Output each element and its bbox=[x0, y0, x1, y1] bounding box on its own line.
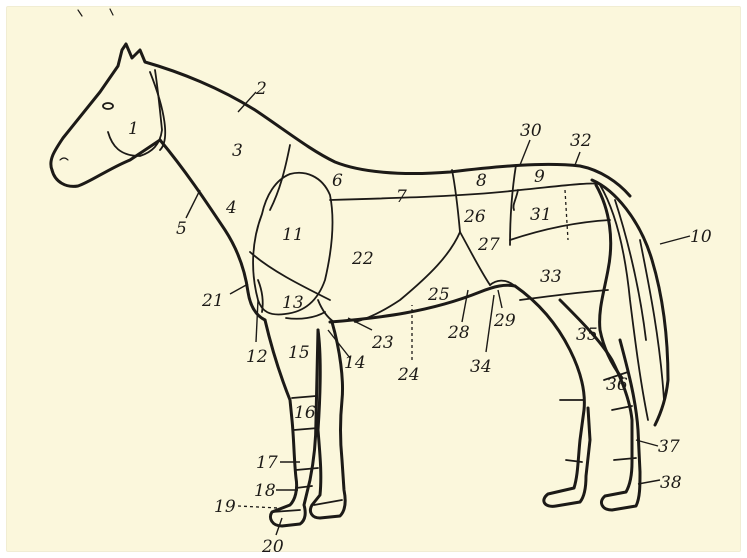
label-10: 10 bbox=[690, 227, 712, 247]
horse-outline-head-lower bbox=[52, 140, 160, 186]
label-13: 13 bbox=[282, 293, 304, 313]
divider-loin bbox=[452, 170, 460, 232]
divider-croup-curve bbox=[513, 190, 518, 210]
label-27: 27 bbox=[477, 235, 500, 255]
leader-29 bbox=[498, 290, 502, 308]
divider-thigh bbox=[520, 290, 608, 300]
label-15: 15 bbox=[288, 343, 310, 363]
belly-line bbox=[330, 285, 515, 322]
label-7: 7 bbox=[396, 187, 407, 207]
label-8: 8 bbox=[476, 171, 487, 191]
label-35: 35 bbox=[576, 325, 598, 345]
divider-croup-dash bbox=[565, 190, 568, 240]
label-21: 21 bbox=[201, 291, 224, 311]
leader-5 bbox=[186, 190, 200, 218]
label-2: 2 bbox=[255, 79, 267, 99]
label-32: 32 bbox=[570, 131, 592, 151]
scan-mark bbox=[78, 9, 113, 16]
label-24: 24 bbox=[397, 365, 420, 385]
divider-fetlock bbox=[296, 468, 318, 470]
label-34: 34 bbox=[470, 357, 492, 377]
divider-elbow bbox=[318, 300, 334, 322]
label-5: 5 bbox=[176, 219, 187, 239]
eye bbox=[103, 103, 113, 109]
label-18: 18 bbox=[254, 481, 276, 501]
label-11: 11 bbox=[282, 225, 304, 245]
label-23: 23 bbox=[371, 333, 394, 353]
label-26: 26 bbox=[463, 207, 486, 227]
label-33: 33 bbox=[540, 267, 562, 287]
divider-neck-withers bbox=[270, 145, 290, 210]
leader-21 bbox=[230, 284, 248, 294]
divider-knee bbox=[292, 396, 316, 398]
label-36: 36 bbox=[606, 375, 628, 395]
label-3: 3 bbox=[232, 141, 243, 161]
label-28: 28 bbox=[447, 323, 470, 343]
label-20: 20 bbox=[261, 537, 284, 557]
leader-12 bbox=[256, 300, 258, 342]
label-6: 6 bbox=[332, 171, 343, 191]
label-12: 12 bbox=[246, 347, 268, 367]
label-16: 16 bbox=[294, 403, 316, 423]
label-17: 17 bbox=[256, 453, 278, 473]
label-1: 1 bbox=[128, 119, 139, 139]
hindquarter-back bbox=[596, 185, 622, 378]
divider-chin-groove bbox=[258, 280, 263, 312]
label-25: 25 bbox=[427, 285, 450, 305]
label-38: 38 bbox=[660, 473, 682, 493]
label-9: 9 bbox=[534, 167, 545, 187]
divider-hindquarter bbox=[510, 220, 610, 240]
label-30: 30 bbox=[520, 121, 542, 141]
label-19: 19 bbox=[214, 497, 236, 517]
leader-19 bbox=[238, 506, 278, 508]
label-4: 4 bbox=[225, 198, 237, 218]
label-14: 14 bbox=[344, 353, 366, 373]
hoof-far bbox=[314, 500, 342, 505]
nostril bbox=[60, 158, 68, 160]
leader-28 bbox=[462, 290, 468, 322]
divider-ribs bbox=[355, 232, 460, 322]
label-22: 22 bbox=[351, 249, 374, 269]
region-labels: 1 2 3 4 5 6 7 8 9 10 11 12 13 14 15 16 1… bbox=[128, 79, 712, 557]
leader-34 bbox=[486, 295, 494, 352]
label-29: 29 bbox=[493, 311, 516, 331]
label-31: 31 bbox=[530, 205, 552, 225]
label-37: 37 bbox=[658, 437, 680, 457]
divider-back bbox=[330, 183, 600, 200]
leader-30 bbox=[520, 140, 530, 165]
leader-32 bbox=[575, 152, 580, 165]
leader-10 bbox=[660, 236, 690, 244]
